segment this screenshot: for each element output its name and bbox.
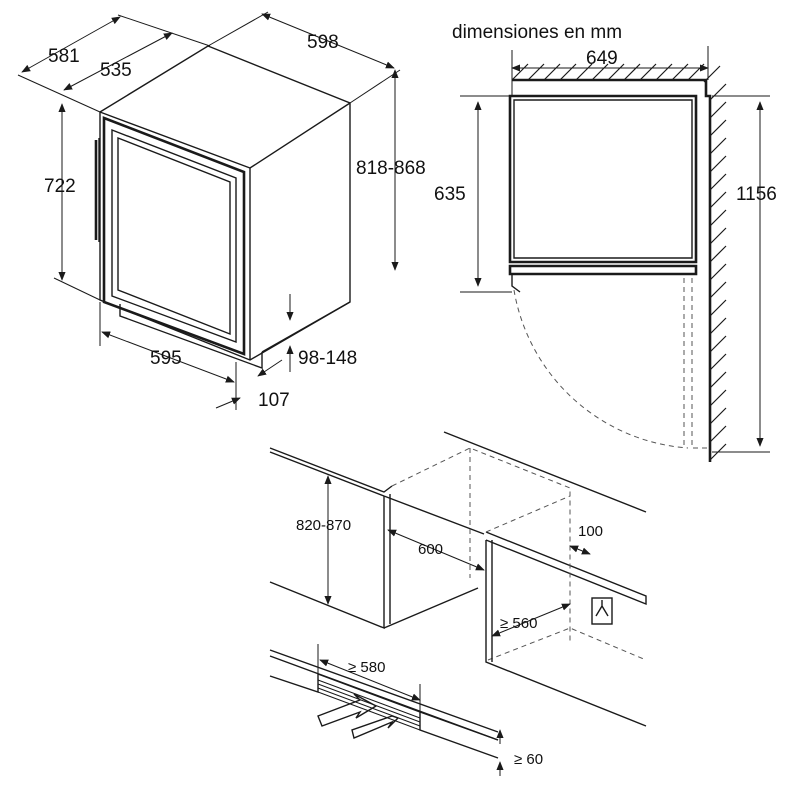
label-1156: 1156 — [736, 184, 777, 205]
label-100: 100 — [578, 523, 603, 540]
socket-icon — [591, 597, 613, 625]
label-635: 635 — [434, 184, 466, 205]
door-frame — [102, 116, 246, 356]
label-595: 595 — [150, 348, 182, 369]
right-cabinet — [485, 540, 647, 727]
appliance-body — [99, 45, 351, 361]
wall-hatch — [511, 63, 727, 461]
label-600: 600 — [418, 541, 443, 558]
appliance-top-outline — [508, 94, 698, 264]
door-glass — [111, 128, 237, 344]
dim-line-560 — [491, 603, 571, 637]
dim-line-100 — [569, 545, 591, 555]
countertop-right — [485, 531, 647, 606]
label-535: 535 — [100, 60, 132, 81]
drawing-title: dimensiones en mm — [452, 22, 622, 43]
dim-line-580 — [319, 659, 421, 701]
dim-line-107 — [257, 359, 283, 377]
installation-view: 820-870 600 100 ≥ 560 ≥ 580 ≥ 60 — [269, 431, 647, 776]
iso-appliance-view: 581 535 598 818-868 722 595 98-148 107 — [17, 11, 426, 411]
label-722: 722 — [44, 176, 76, 197]
label-581: 581 — [48, 46, 80, 67]
door-top — [508, 264, 698, 276]
wall-edge — [512, 78, 712, 462]
dim-line-600 — [387, 529, 485, 571]
countertop-left — [269, 447, 393, 493]
label-98-148: 98-148 — [298, 348, 357, 369]
airflow-in-arrow — [351, 715, 400, 739]
label-60: ≥ 60 — [514, 751, 543, 768]
top-edge — [99, 102, 351, 169]
label-560: ≥ 560 — [500, 615, 537, 632]
label-818-868: 818-868 — [356, 158, 426, 179]
door-hinge — [511, 274, 521, 293]
dim-line-535 — [63, 32, 173, 91]
top-view: dimensiones en mm 649 635 1156 — [434, 22, 777, 462]
label-820-870: 820-870 — [296, 517, 351, 534]
left-cabinet — [269, 496, 385, 630]
label-598: 598 — [307, 32, 339, 53]
niche-outline — [391, 447, 571, 642]
label-649: 649 — [586, 48, 618, 69]
dim-line-595 — [101, 331, 235, 383]
label-107: 107 — [258, 390, 290, 411]
label-580: ≥ 580 — [348, 659, 385, 676]
door-swing-arc — [513, 289, 689, 449]
countertop-back — [443, 431, 647, 513]
dim-line-598 — [261, 13, 395, 69]
